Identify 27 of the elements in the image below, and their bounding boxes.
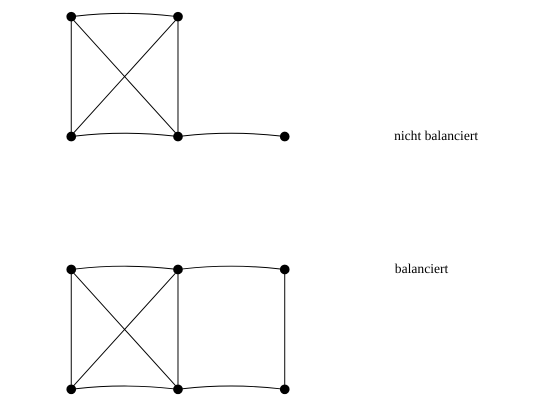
connector bbox=[284, 273, 285, 386]
node-circle bbox=[66, 264, 76, 274]
connector bbox=[74, 386, 174, 390]
label: nicht balanciert bbox=[394, 128, 478, 144]
node-circle bbox=[66, 12, 76, 22]
connector bbox=[177, 20, 178, 132]
connector bbox=[74, 132, 174, 136]
node-circle bbox=[66, 132, 76, 142]
connector bbox=[182, 386, 280, 390]
node-circle bbox=[279, 132, 290, 142]
connector bbox=[182, 132, 280, 136]
connector bbox=[177, 273, 178, 386]
node-circle bbox=[279, 384, 290, 394]
node-circle bbox=[172, 12, 182, 22]
connector bbox=[74, 12, 174, 17]
connector bbox=[72, 272, 176, 386]
connector bbox=[70, 273, 72, 386]
label: balanciert bbox=[394, 261, 448, 276]
node-circle bbox=[172, 264, 182, 274]
connector bbox=[72, 20, 176, 134]
node-circle bbox=[172, 132, 182, 142]
node-circle bbox=[66, 384, 76, 394]
connector bbox=[70, 20, 72, 132]
connector bbox=[182, 266, 280, 270]
connector bbox=[74, 266, 174, 270]
node-circle bbox=[172, 384, 182, 394]
node-circle bbox=[279, 264, 290, 274]
